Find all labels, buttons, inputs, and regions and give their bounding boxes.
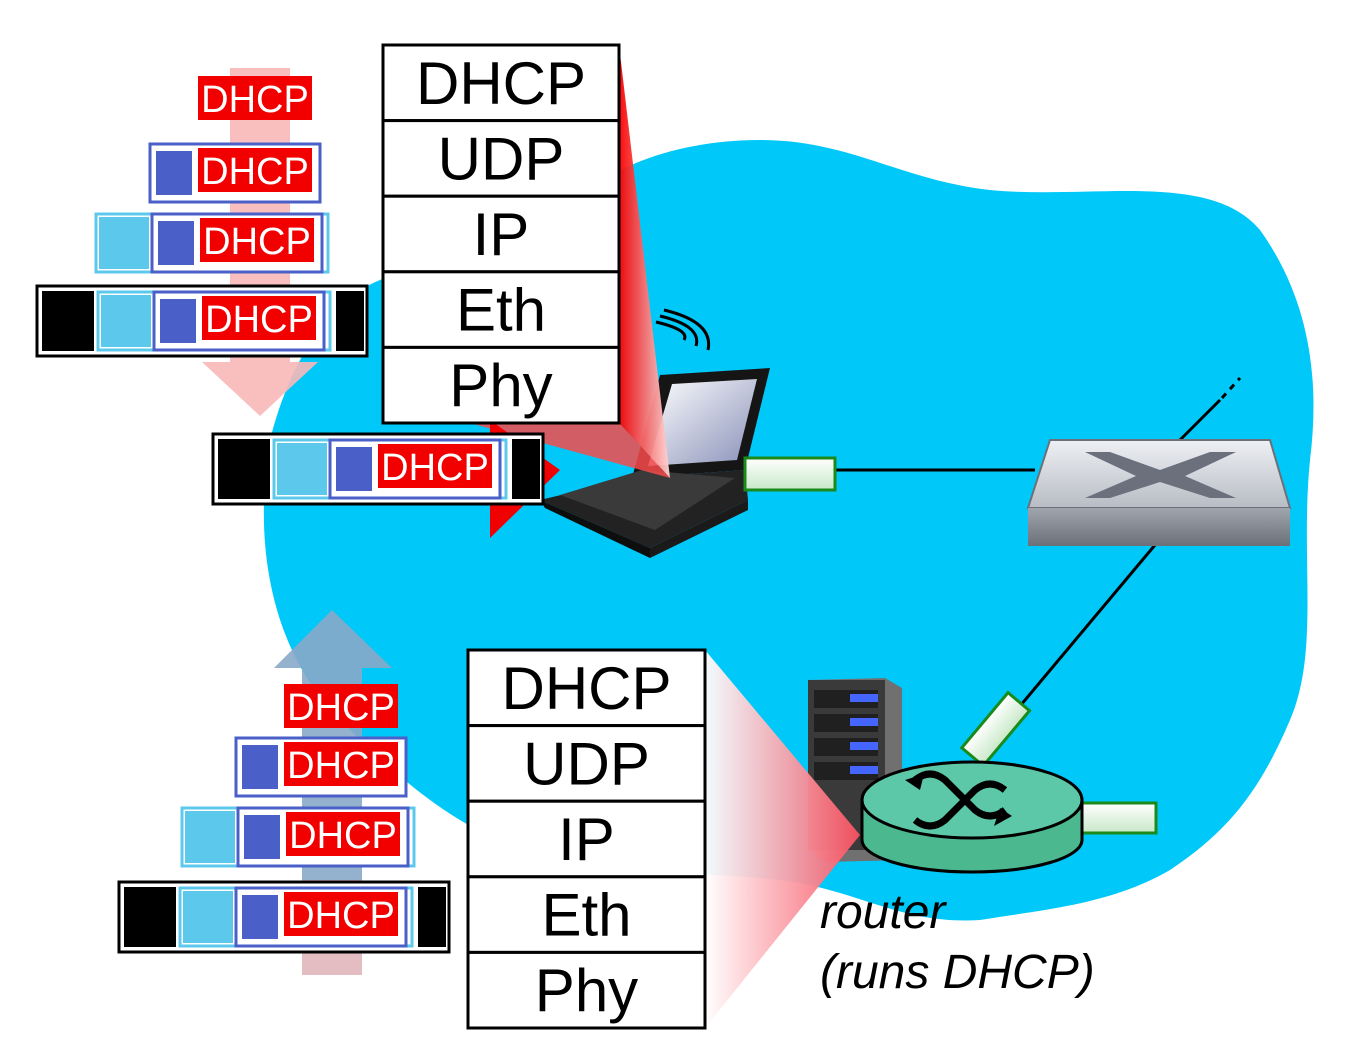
phy-header: [42, 291, 94, 351]
stack-layer-label: DHCP: [416, 50, 586, 117]
ip-header: [242, 745, 278, 789]
eth-header: [101, 295, 151, 347]
stack-layer-box: [381, 194, 621, 274]
stack-layer-box: [466, 875, 707, 954]
packet: DHCP: [148, 142, 322, 204]
dhcp-payload-label: DHCP: [287, 687, 395, 729]
packet: DHCP: [117, 880, 451, 954]
phy-header: [124, 887, 176, 947]
stack-layer-box: [466, 648, 707, 728]
dhcp-payload-label: DHCP: [289, 815, 397, 857]
phy-trailer: [512, 439, 540, 499]
switch-uplink: [1178, 398, 1222, 442]
packet: DHCP: [198, 76, 312, 121]
stack-layer-label: DHCP: [501, 655, 671, 722]
dhcp-payload-label: DHCP: [203, 221, 311, 263]
dhcp-payload: [284, 892, 398, 936]
switch-icon: [1026, 439, 1292, 546]
router-caption-line2: (runs DHCP): [820, 946, 1095, 999]
dhcp-payload: [198, 148, 312, 192]
phy-trailer: [336, 291, 364, 351]
stack-layer-box: [381, 270, 621, 349]
eth-header: [185, 811, 235, 863]
laptop-port: [743, 456, 837, 492]
dhcp-payload: [200, 218, 314, 262]
router-port-right: [1076, 801, 1158, 835]
ip-header: [336, 447, 372, 491]
eth-header: [277, 443, 327, 495]
stack-layer-label: Eth: [541, 882, 631, 949]
dhcp-payload: [198, 76, 312, 120]
switch-router-link: [1013, 544, 1157, 713]
dhcp-payload-label: DHCP: [201, 79, 309, 121]
dhcp-payload: [286, 812, 400, 856]
router-caption-line1: router: [820, 886, 947, 939]
stack-layer-label: IP: [558, 806, 615, 873]
dhcp-payload-label: DHCP: [201, 151, 309, 193]
ip-header: [158, 221, 194, 265]
dhcp-payload: [202, 296, 316, 340]
stack-layer-label: UDP: [438, 125, 565, 192]
stack-layer-label: IP: [473, 201, 530, 268]
stack-layer-label: Eth: [456, 277, 546, 344]
router-port-top: [959, 690, 1032, 768]
packet: DHCP: [211, 432, 545, 506]
stack-layer-box: [381, 119, 621, 198]
packet: DHCP: [35, 284, 369, 358]
dhcp-payload-label: DHCP: [287, 745, 395, 787]
phy-header: [218, 439, 270, 499]
top-stack-cone: [619, 45, 670, 478]
stack-layer-box: [381, 345, 621, 425]
dhcp-payload: [284, 742, 398, 786]
dhcp-payload-label: DHCP: [381, 447, 489, 489]
laptop-icon: [540, 368, 770, 558]
ip-header: [244, 815, 280, 859]
encapsulation-sequence-bottom: DHCP DHCP DHCP DHCP: [117, 684, 451, 954]
packet: DHCP: [94, 212, 330, 274]
packet: DHCP: [180, 806, 416, 868]
packet: DHCP: [284, 684, 398, 729]
wifi-waves-icon: [655, 308, 711, 351]
switch-uplink-dashed: [1220, 376, 1242, 400]
dhcp-payload: [378, 444, 492, 488]
stack-layer-box: [466, 950, 707, 1030]
router-icon: [860, 760, 1084, 874]
phy-trailer: [418, 887, 446, 947]
dhcp-payload-label: DHCP: [287, 895, 395, 937]
stack-layer-label: Phy: [535, 957, 638, 1024]
encapsulation-sequence-top: DHCP DHCP DHCP DHCP: [35, 76, 369, 358]
dhcp-payload: [284, 684, 398, 728]
bottom-stack-cone: [705, 650, 860, 1028]
packet: DHCP: [234, 736, 408, 798]
ip-header: [160, 299, 196, 343]
ip-header: [242, 895, 278, 939]
transmitted-frame: DHCP: [211, 432, 545, 506]
stack-layer-box: [466, 724, 707, 803]
stack-layer-label: Phy: [449, 352, 552, 419]
stack-layer-box: [466, 799, 707, 879]
eth-header: [99, 217, 149, 269]
ip-header: [156, 151, 192, 195]
stack-layer-box: [381, 43, 621, 123]
stack-layer-label: UDP: [523, 730, 650, 797]
eth-header: [183, 891, 233, 943]
dhcp-payload-label: DHCP: [205, 299, 313, 341]
